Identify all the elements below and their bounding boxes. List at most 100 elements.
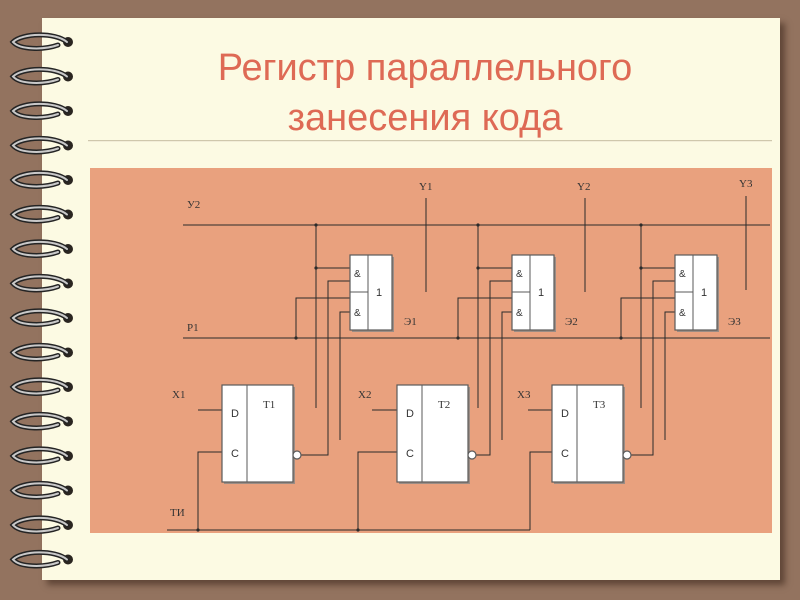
flipflop-label: Т1: [263, 399, 275, 411]
flipflop-body: [396, 384, 469, 483]
and-top-label: &: [516, 269, 523, 280]
ring-wire-highlight: [11, 33, 68, 50]
feedback-wire: [339, 311, 350, 440]
ring-wire-highlight: [11, 240, 68, 257]
ring-wire-highlight: [11, 447, 68, 464]
or-label: 1: [538, 287, 544, 299]
spiral-ring: [9, 239, 73, 258]
inverted-output-wire: [301, 280, 350, 456]
ring-wire-highlight: [11, 137, 68, 153]
junction-dot: [476, 266, 480, 270]
and-bottom-label: &: [516, 308, 523, 319]
ring-wire-highlight: [11, 275, 68, 291]
ring-wire-highlight: [11, 171, 68, 188]
slide-title-line-2: занесения кода: [287, 97, 563, 139]
clock-input-wire: [529, 451, 552, 530]
ring-wire-highlight: [11, 378, 68, 395]
spiral-ring: [9, 480, 73, 500]
and-top-label: &: [354, 269, 361, 280]
c-input-label: C: [406, 448, 414, 460]
and-bottom-label: &: [354, 308, 361, 319]
output-label: Э1: [404, 316, 417, 328]
top-bus-tap-wire: [315, 225, 350, 408]
spiral-ring: [9, 446, 73, 465]
y-line-label: Y1: [419, 181, 432, 193]
junction-dot: [639, 266, 643, 270]
spiral-ring: [9, 273, 73, 293]
junction-dot: [619, 336, 623, 340]
junction-dot: [456, 336, 460, 340]
junction-dot: [196, 528, 200, 532]
inverted-output-bubble: [467, 450, 477, 460]
ring-wire-highlight: [11, 551, 68, 567]
spiral-ring: [9, 170, 73, 189]
or-label: 1: [376, 287, 382, 299]
spiral-ring: [9, 308, 73, 327]
junction-dot: [294, 336, 298, 340]
junction-dot: [356, 528, 360, 532]
y-line-label: Y2: [577, 181, 590, 193]
c-input-label: C: [561, 448, 569, 460]
stage-3: D C Т3 X3 & & 1 Э3 Y3: [517, 178, 753, 530]
title-divider: [88, 140, 772, 141]
spiral-binding: [9, 32, 73, 569]
c-input-label: C: [231, 448, 239, 460]
clock-input-wire: [197, 451, 222, 530]
inverted-output-bubble: [292, 450, 302, 460]
spiral-ring: [9, 32, 73, 51]
spiral-ring: [9, 135, 73, 155]
spiral-ring: [9, 377, 73, 396]
slide-title: Регистр параллельного занесения кода: [90, 43, 760, 143]
junction-dot: [639, 223, 643, 227]
ring-wire-highlight: [11, 344, 68, 360]
spiral-ring: [9, 101, 73, 120]
spiral-ring: [9, 66, 73, 86]
middle-bus-tap-wire: [620, 297, 675, 338]
spiral-ring: [9, 342, 73, 362]
inverted-output-bubble: [622, 450, 632, 460]
top-bus-tap-wire: [477, 225, 512, 408]
clock-input-wire: [357, 451, 397, 530]
feedback-wire: [664, 311, 675, 440]
bus-middle-label: Р1: [187, 322, 199, 334]
and-bottom-label: &: [679, 308, 686, 319]
ring-wire-highlight: [11, 309, 68, 326]
d-input-label: D: [561, 408, 569, 420]
data-input-label: X2: [358, 389, 371, 401]
d-input-label: D: [406, 408, 414, 420]
flipflop-body: [221, 384, 294, 483]
data-input-label: X1: [172, 389, 185, 401]
output-label: Э3: [728, 316, 741, 328]
flipflop-label: Т3: [593, 399, 606, 411]
clock-bus-label: ТИ: [170, 507, 185, 519]
stage-2: D C Т2 X2 & & 1 Э2 Y2: [356, 181, 590, 532]
junction-dot: [476, 223, 480, 227]
feedback-wire: [501, 311, 512, 440]
junction-dot: [314, 266, 318, 270]
stage-1: D C Т1 X1 & & 1 Э1 Y1: [172, 181, 432, 532]
bus-top-label: У2: [187, 199, 200, 211]
spiral-ring: [9, 515, 73, 534]
middle-bus-tap-wire: [457, 297, 512, 338]
top-bus-tap-wire: [640, 225, 675, 408]
ring-wire-highlight: [11, 516, 68, 533]
d-input-label: D: [231, 408, 239, 420]
middle-bus-tap-wire: [295, 297, 350, 338]
flipflop-label: Т2: [438, 399, 450, 411]
slide-title-line-1: Регистр параллельного: [217, 47, 633, 89]
ring-wire-highlight: [11, 68, 68, 84]
ring-wire-highlight: [11, 206, 68, 222]
inverted-output-wire: [631, 280, 675, 456]
and-top-label: &: [679, 269, 686, 280]
output-label: Э2: [565, 316, 578, 328]
flipflop-body: [551, 384, 624, 483]
ring-wire-highlight: [11, 102, 68, 119]
data-input-label: X3: [517, 389, 531, 401]
or-label: 1: [701, 287, 707, 299]
y-line-label: Y3: [739, 178, 753, 190]
junction-dot: [314, 223, 318, 227]
spiral-ring: [9, 204, 73, 224]
spiral-ring: [9, 549, 73, 569]
ring-wire-highlight: [11, 482, 68, 498]
